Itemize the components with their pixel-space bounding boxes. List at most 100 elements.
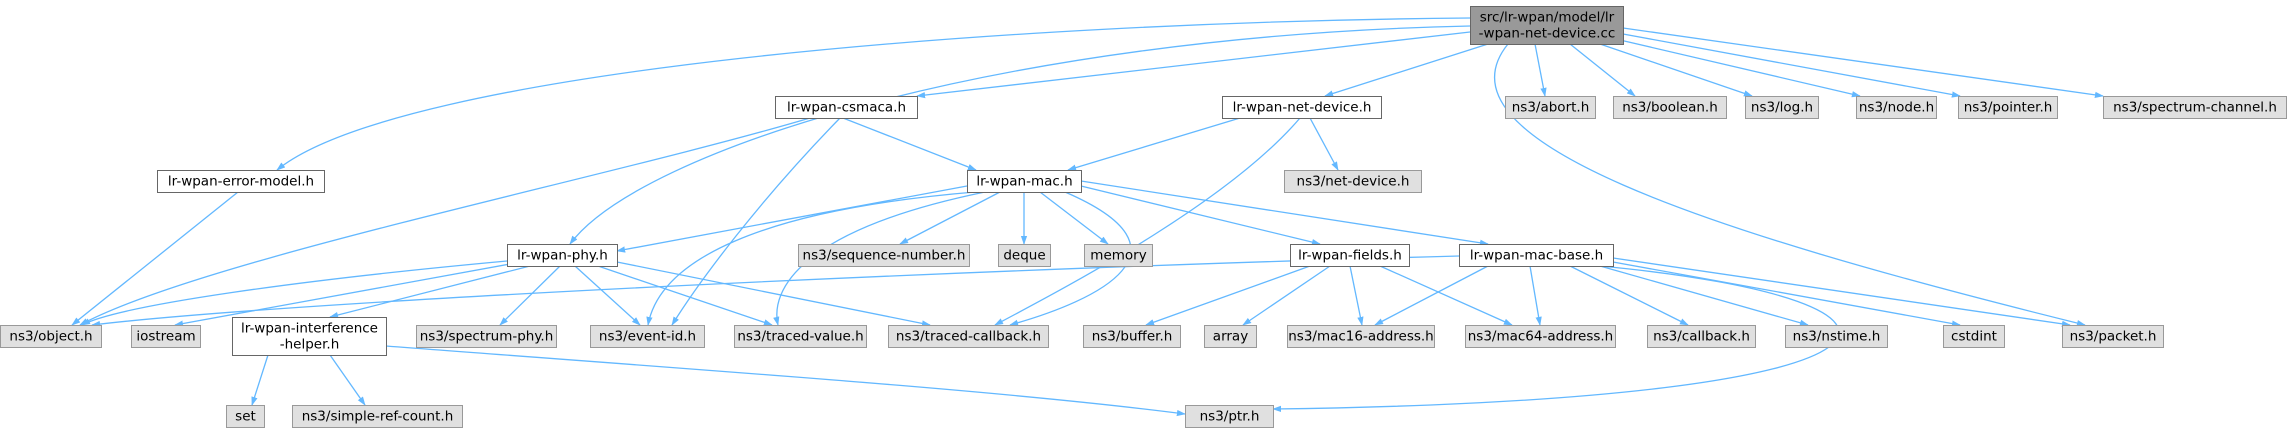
node-box — [888, 325, 1049, 348]
edge-root-to-csmaca — [916, 31, 1471, 99]
edge-root-to-phy — [569, 25, 1471, 245]
node-box — [1287, 325, 1435, 348]
edge-fields-to-array — [1242, 265, 1331, 326]
node-label: ns3/mac16-address.h — [1288, 329, 1434, 345]
node-label: ns3/callback.h — [1653, 329, 1750, 345]
node-box — [1647, 325, 1756, 348]
node-fields[interactable]: lr-wpan-fields.h — [1290, 244, 1410, 267]
node-simpleref: ns3/simple-ref-count.h — [292, 405, 463, 428]
node-label: lr-wpan-net-device.h — [1233, 100, 1372, 116]
node-abort: ns3/abort.h — [1505, 96, 1596, 119]
edge-macbase-to-packet — [1612, 257, 2071, 327]
edge-netdev-to-mac — [1067, 117, 1241, 171]
edge-fields-to-mac16 — [1349, 265, 1364, 326]
node-box — [1745, 96, 1819, 119]
node-root[interactable]: src/lr-wpan/model/lr-wpan-net-device.cc — [1470, 6, 1624, 45]
node-tracedcb: ns3/traced-callback.h — [888, 325, 1049, 348]
node-set: set — [226, 405, 265, 428]
node-box — [1505, 96, 1596, 119]
node-label: ns3/event-id.h — [599, 329, 696, 345]
edge-mac-to-phy — [616, 185, 968, 253]
node-label: ns3/log.h — [1751, 100, 1813, 116]
node-label: lr-wpan-error-model.h — [168, 174, 314, 190]
node-label: cstdint — [1951, 329, 1997, 345]
node-box — [967, 170, 1082, 193]
node-label: ns3/buffer.h — [1092, 329, 1173, 345]
node-log: ns3/log.h — [1745, 96, 1819, 119]
edge-root-to-pointer — [1622, 33, 1961, 98]
edge-macbase-to-mac16 — [1374, 265, 1489, 326]
edge-fields-to-mac64 — [1379, 265, 1513, 326]
node-label: ns3/object.h — [9, 329, 92, 345]
node-label: array — [1213, 329, 1248, 345]
node-label: memory — [1090, 248, 1146, 264]
edge-macbase-to-callback — [1569, 265, 1689, 326]
node-label: ns3/mac64-address.h — [1468, 329, 1614, 345]
edge-root-to-abort — [1534, 43, 1547, 97]
edge-phy-to-object — [81, 260, 508, 326]
node-box — [2103, 96, 2287, 119]
edge-interf-to-ptr — [385, 345, 1186, 417]
node-box — [1185, 405, 1274, 428]
edge-mac-to-seqnum — [899, 191, 1001, 245]
node-box — [157, 170, 325, 193]
node-box — [1943, 325, 2005, 348]
edge-csmaca-to-object — [79, 117, 811, 326]
node-label: ns3/pointer.h — [1964, 100, 2053, 116]
edge-phy-to-iostream — [174, 263, 511, 327]
node-netdev[interactable]: lr-wpan-net-device.h — [1222, 96, 1382, 119]
node-errmodel[interactable]: lr-wpan-error-model.h — [157, 170, 325, 193]
edge-fields-to-buffer — [1145, 265, 1311, 326]
node-phy[interactable]: lr-wpan-phy.h — [507, 244, 618, 267]
node-boolean: ns3/boolean.h — [1613, 96, 1727, 119]
node-pointer: ns3/pointer.h — [1958, 96, 2058, 119]
node-box — [1204, 325, 1257, 348]
edge-mac-to-macbase — [1080, 180, 1489, 246]
node-macbase[interactable]: lr-wpan-mac-base.h — [1459, 244, 1614, 267]
node-node: ns3/node.h — [1856, 96, 1937, 119]
edge-csmaca-to-mac — [842, 117, 977, 171]
edge-root-to-boolean — [1569, 43, 1636, 97]
node-label: ns3/packet.h — [2070, 329, 2157, 345]
node-label: deque — [1003, 248, 1045, 264]
node-array: array — [1204, 325, 1257, 348]
node-spectrumch: ns3/spectrum-channel.h — [2103, 96, 2287, 119]
node-deque: deque — [998, 244, 1051, 267]
node-label: ns3/abort.h — [1512, 100, 1590, 116]
node-netdevice: ns3/net-device.h — [1284, 170, 1422, 193]
node-box — [292, 405, 463, 428]
node-box — [1222, 96, 1382, 119]
node-mac[interactable]: lr-wpan-mac.h — [967, 170, 1082, 193]
node-box — [1459, 244, 1614, 267]
node-box — [1084, 244, 1153, 267]
edge-root-to-log — [1599, 43, 1753, 97]
node-label: -wpan-net-device.cc — [1479, 26, 1616, 42]
node-box — [1083, 325, 1181, 348]
node-mac16: ns3/mac16-address.h — [1287, 325, 1435, 348]
node-object: ns3/object.h — [0, 325, 102, 348]
node-box — [416, 325, 557, 348]
edge-netdev-to-tracedcb — [994, 117, 1301, 326]
node-box — [226, 405, 265, 428]
edge-root-to-errmodel — [276, 17, 1471, 171]
node-buffer: ns3/buffer.h — [1083, 325, 1181, 348]
edges-layer — [71, 17, 2104, 417]
node-box — [1465, 325, 1616, 348]
edge-interf-to-set — [251, 354, 269, 406]
node-box — [1785, 325, 1888, 348]
node-label: ns3/boolean.h — [1622, 100, 1718, 116]
edge-root-to-node — [1619, 39, 1861, 98]
edge-phy-to-eventid — [574, 265, 641, 326]
edge-mac-to-tracedcb — [1009, 191, 1132, 326]
node-label: lr-wpan-phy.h — [517, 248, 608, 264]
node-label: ns3/ptr.h — [1200, 409, 1260, 425]
node-interf[interactable]: lr-wpan-interference-helper.h — [232, 317, 387, 356]
node-box — [2062, 325, 2164, 348]
node-csmaca[interactable]: lr-wpan-csmaca.h — [775, 96, 918, 119]
node-box — [1613, 96, 1727, 119]
node-box — [232, 317, 387, 356]
node-label: ns3/traced-callback.h — [896, 329, 1041, 345]
node-packet: ns3/packet.h — [2062, 325, 2164, 348]
edge-phy-to-spectrumphy — [499, 265, 561, 326]
